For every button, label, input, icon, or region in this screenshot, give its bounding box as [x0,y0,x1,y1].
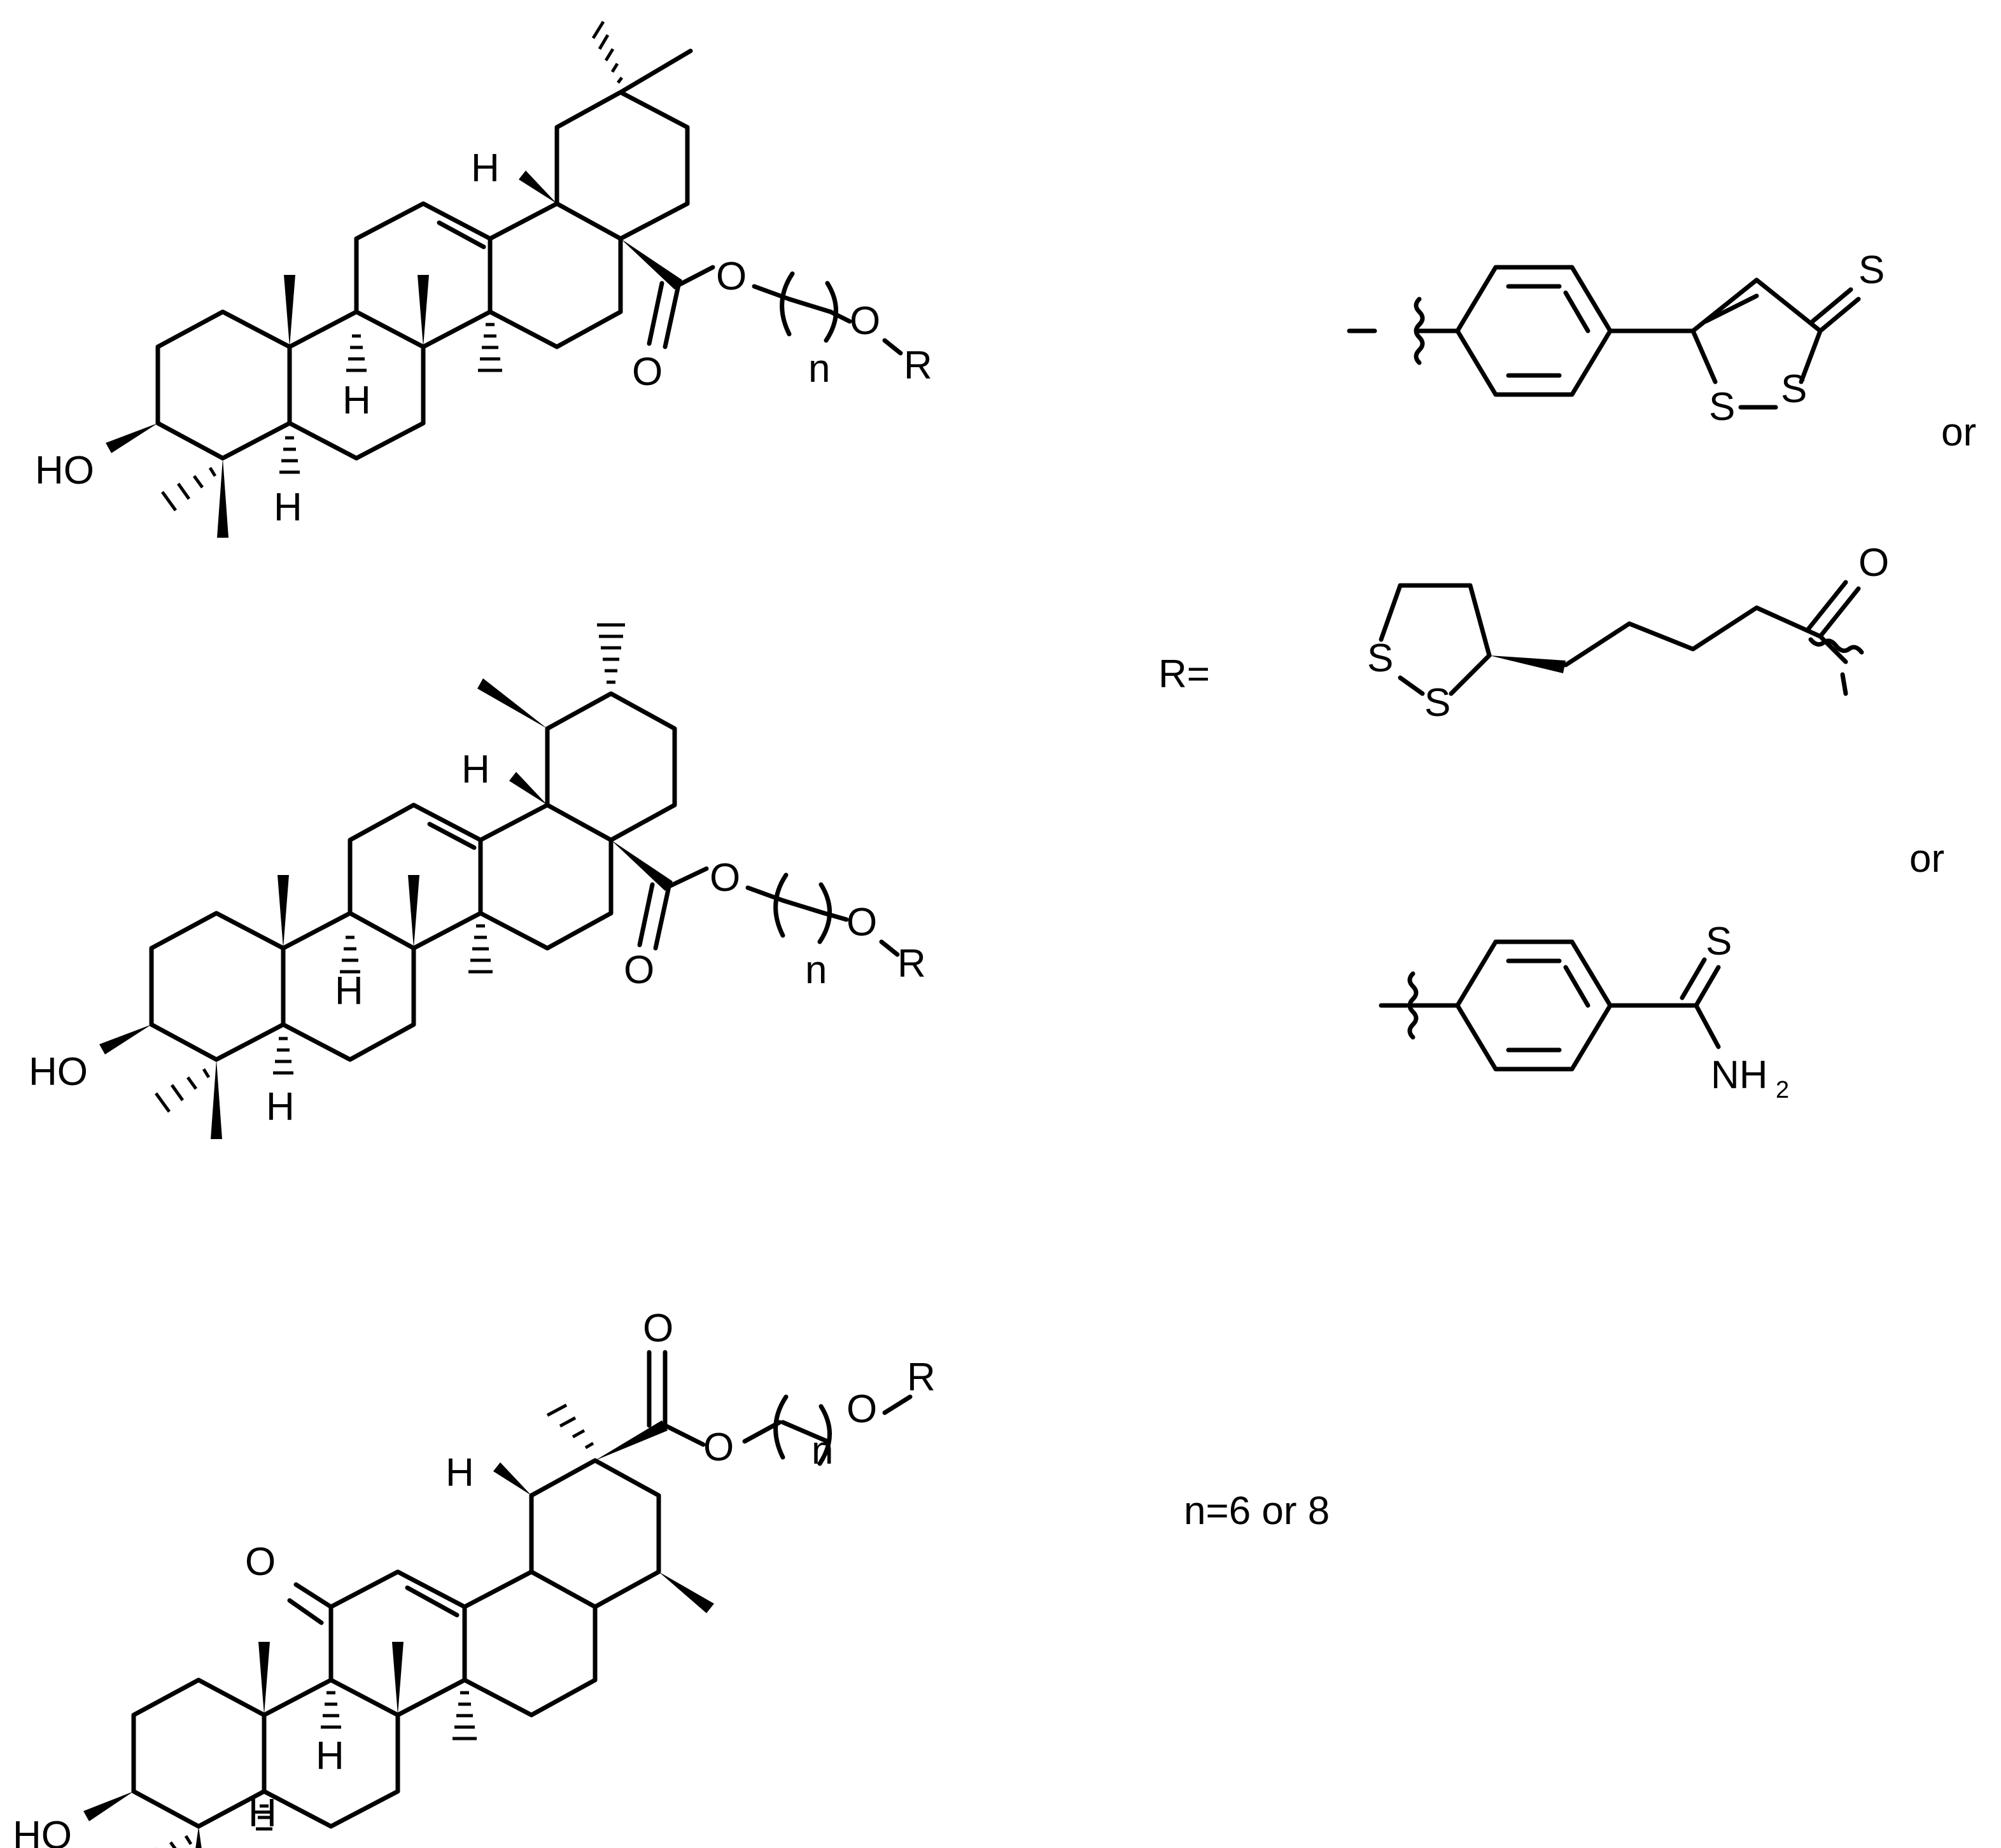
r-definition-label: R= [1158,652,1210,696]
o-label-s1c: O [850,299,880,343]
or-separator-2: or [1909,837,1944,881]
o-label-s3b: O [643,1306,673,1350]
o-label-s1b: O [716,255,747,298]
nh2-subscript-r3: 2 [1776,1077,1789,1103]
h-label-s2b: H [335,969,363,1013]
ho-label-s1: HO [35,449,94,493]
or-separator-1: or [1941,410,1976,454]
s-label-r2b: S [1424,681,1450,725]
o-label-s1a: O [632,350,663,394]
ho-label-s3: HO [13,1814,72,1848]
h-label-s2c: H [266,1085,295,1129]
s-label-r1b: S [1709,385,1735,429]
nh-label-r3: NH [1711,1053,1768,1097]
s-label-r1c: S [1781,367,1807,411]
o-label-s2a: O [624,948,654,992]
h-label-s2a: H [461,748,490,792]
n-label-s3: n [811,1429,833,1473]
structure-middle-ursane-ester: H H H HO O O O n R [29,623,926,1139]
substituent-thiocarbamoyl-phenyl: S NH 2 [1379,920,1789,1103]
n-value-note: n=6 or 8 [1184,1489,1330,1533]
o-label-s2b: O [710,856,740,900]
s-label-r3: S [1706,920,1732,963]
structure-top-oleanane-ester: H H H HO O O O n R [35,20,932,538]
o-label-s3a: O [245,1540,276,1584]
o-label-r2: O [1858,541,1889,585]
o-label-s3c: O [703,1425,734,1469]
r-label-s1: R [904,344,932,388]
n-label-s1: n [808,347,830,391]
structure-bottom-oxo-oleanane-ester: H H H HO O O O O n R [13,1306,936,1848]
o-label-s2c: O [846,900,877,944]
s-label-r1a: S [1858,248,1885,292]
s-label-r2a: S [1367,636,1393,680]
n-label-s2: n [805,948,827,992]
h-label-s1c: H [274,486,302,529]
h-label-s3c: H [248,1791,277,1835]
h-label-s3a: H [446,1451,474,1495]
ho-label-s2: HO [29,1050,88,1094]
r-label-s2: R [897,942,926,986]
h-label-s1b: H [342,379,371,423]
h-label-s1a: H [471,146,500,190]
h-label-s3b: H [316,1734,344,1778]
r-label-s3: R [907,1355,936,1399]
o-label-s3d: O [846,1387,877,1431]
substituent-lipoyl: O S S [1367,541,1889,725]
substituent-dithiolethione-phenyl: S S S [1347,248,1885,429]
